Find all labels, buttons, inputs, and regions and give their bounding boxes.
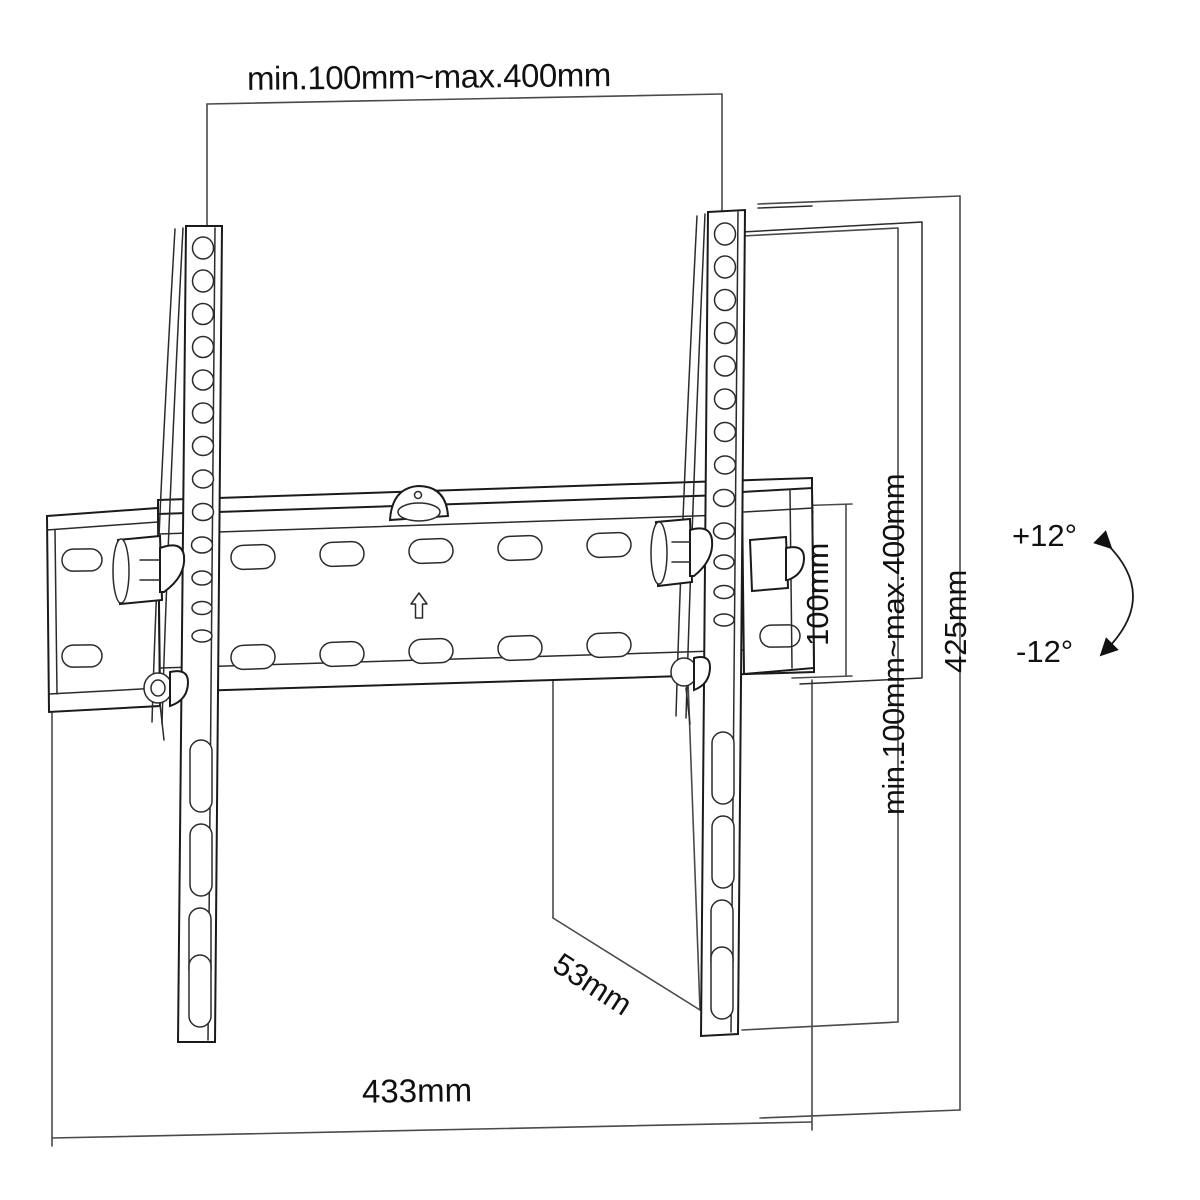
dim-line-53-slant: [552, 917, 701, 1011]
vertical-mounting-rail-left: [112, 225, 224, 1043]
tilt-range-arc: [1093, 530, 1134, 657]
rail-hole-group-left: [190, 236, 215, 643]
dimension-label-overall-height: 425mm: [938, 569, 973, 673]
dimension-label-vesa-horizontal: min.100mm~max.400mm: [246, 56, 611, 97]
tv-panel-outline: [741, 205, 923, 685]
crossbar-slot-row-lower: [230, 631, 632, 671]
tilt-label-up: +12°: [1012, 518, 1077, 553]
ext-line-100-bottom: [791, 675, 853, 679]
up-orientation-marker: [410, 592, 428, 619]
rail-hole-group-right: [712, 222, 737, 627]
horizontal-wall-crossbar: [156, 476, 816, 694]
ext-line-425-bottom: [759, 1109, 961, 1119]
rail-slot-group-right: [710, 731, 735, 1020]
dimension-lines: [51, 93, 961, 1147]
dim-line-433: [51, 1121, 813, 1139]
tilt-lock-wing-knob-right-upper[interactable]: [650, 517, 714, 588]
vertical-mounting-rail-right: [650, 208, 806, 1038]
dim-line-vesa-top: [206, 93, 723, 105]
crossbar-slot-row-upper: [230, 531, 632, 571]
bubble-level-housing: [388, 484, 450, 522]
dimension-label-overall-width: 433mm: [361, 1071, 473, 1110]
tilt-lock-wing-knob-left-lower[interactable]: [143, 670, 190, 741]
ext-line-53-right: [687, 679, 701, 1011]
tilt-lock-wing-knob-left-upper[interactable]: [112, 534, 186, 606]
rail-slot-group-left: [188, 739, 213, 1028]
tilt-lock-wing-knob-right-lower[interactable]: [670, 656, 712, 725]
tilt-label-down: -12°: [1016, 634, 1074, 669]
crossbar-lock-knob-right[interactable]: [748, 535, 806, 593]
dimension-label-vesa-vertical: min.100mm~max.400mm: [876, 473, 911, 815]
ext-line-425-top: [757, 195, 961, 205]
dimension-label-crossbar-height: 100mm: [800, 542, 835, 646]
ext-line-vesa-v-top: [741, 227, 899, 237]
ext-line-vesa-v-bottom: [741, 1021, 899, 1031]
